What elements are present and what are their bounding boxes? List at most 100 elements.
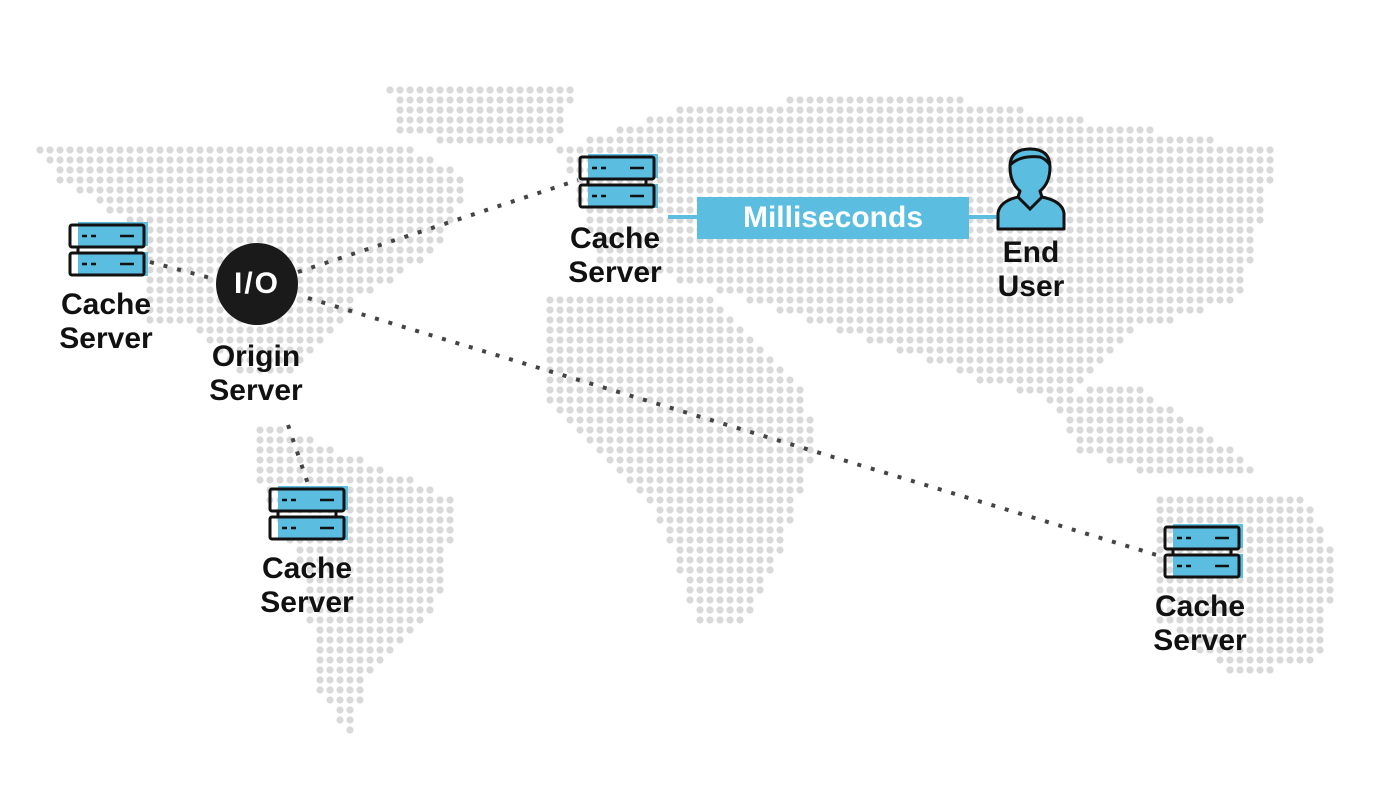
map-dot — [1066, 116, 1074, 124]
map-dot — [1016, 386, 1024, 394]
map-dot — [316, 596, 324, 604]
map-dot — [446, 106, 454, 114]
map-dot — [1126, 386, 1134, 394]
map-dot — [1166, 196, 1174, 204]
map-dot — [1236, 196, 1244, 204]
map-dot — [926, 126, 934, 134]
map-dot — [96, 196, 104, 204]
map-dot — [936, 146, 944, 154]
map-dot — [716, 386, 724, 394]
map-dot — [256, 466, 264, 474]
map-dot — [476, 136, 484, 144]
map-dot — [326, 246, 334, 254]
map-dot — [756, 566, 764, 574]
cache-server-icon-eu[interactable] — [578, 154, 658, 212]
map-dot — [796, 466, 804, 474]
map-dot — [176, 186, 184, 194]
map-dot — [196, 156, 204, 164]
map-dot — [746, 266, 754, 274]
map-dot — [746, 516, 754, 524]
map-dot — [976, 206, 984, 214]
map-dot — [376, 596, 384, 604]
map-dot — [536, 126, 544, 134]
map-dot — [366, 166, 374, 174]
map-dot — [526, 96, 534, 104]
map-dot — [786, 506, 794, 514]
map-dot — [866, 276, 874, 284]
map-dot — [376, 606, 384, 614]
map-dot — [826, 246, 834, 254]
map-dot — [1246, 616, 1254, 624]
map-dot — [776, 416, 784, 424]
map-dot — [316, 546, 324, 554]
map-dot — [1306, 536, 1314, 544]
map-dot — [1056, 366, 1064, 374]
map-dot — [906, 316, 914, 324]
map-dot — [766, 556, 774, 564]
origin-server-icon[interactable]: I/O — [216, 243, 298, 325]
map-dot — [1166, 286, 1174, 294]
map-dot — [726, 586, 734, 594]
map-dot — [406, 86, 414, 94]
map-dot — [1296, 586, 1304, 594]
map-dot — [346, 576, 354, 584]
map-dot — [756, 246, 764, 254]
map-dot — [1226, 606, 1234, 614]
map-dot — [776, 516, 784, 524]
map-dot — [336, 596, 344, 604]
map-dot — [436, 586, 444, 594]
map-dot — [1256, 536, 1264, 544]
map-dot — [1056, 266, 1064, 274]
map-dot — [736, 586, 744, 594]
map-dot — [706, 136, 714, 144]
map-dot — [1116, 136, 1124, 144]
map-dot — [1316, 556, 1324, 564]
map-dot — [1116, 396, 1124, 404]
map-dot — [866, 336, 874, 344]
map-dot — [1196, 176, 1204, 184]
map-dot — [1116, 246, 1124, 254]
map-dot — [1226, 516, 1234, 524]
map-dot — [1216, 506, 1224, 514]
map-dot — [1186, 426, 1194, 434]
map-dot — [86, 166, 94, 174]
map-dot — [1086, 366, 1094, 374]
map-dot — [406, 146, 414, 154]
map-dot — [1226, 196, 1234, 204]
cache-server-icon-na[interactable] — [68, 222, 148, 280]
map-dot — [1116, 306, 1124, 314]
map-dot — [966, 286, 974, 294]
map-dot — [746, 456, 754, 464]
map-dot — [56, 176, 64, 184]
cache-server-icon-au[interactable] — [1163, 524, 1243, 582]
map-dot — [576, 336, 584, 344]
map-dot — [456, 176, 464, 184]
map-dot — [346, 616, 354, 624]
map-dot — [1086, 256, 1094, 264]
map-dot — [356, 196, 364, 204]
map-dot — [276, 206, 284, 214]
map-dot — [656, 326, 664, 334]
map-dot — [706, 376, 714, 384]
map-dot — [886, 246, 894, 254]
map-dot — [376, 146, 384, 154]
map-dot — [876, 246, 884, 254]
map-dot — [426, 176, 434, 184]
map-dot — [836, 146, 844, 154]
map-dot — [396, 196, 404, 204]
map-dot — [1176, 616, 1184, 624]
map-dot — [996, 316, 1004, 324]
map-dot — [696, 306, 704, 314]
map-dot — [416, 516, 424, 524]
map-dot — [806, 106, 814, 114]
end-user-icon[interactable] — [990, 143, 1074, 231]
map-dot — [776, 546, 784, 554]
map-dot — [296, 206, 304, 214]
map-dot — [1086, 176, 1094, 184]
map-dot — [1156, 456, 1164, 464]
map-dot — [1056, 306, 1064, 314]
map-dot — [556, 316, 564, 324]
cache-server-icon-sa[interactable] — [268, 486, 348, 544]
map-dot — [716, 186, 724, 194]
map-dot — [376, 466, 384, 474]
